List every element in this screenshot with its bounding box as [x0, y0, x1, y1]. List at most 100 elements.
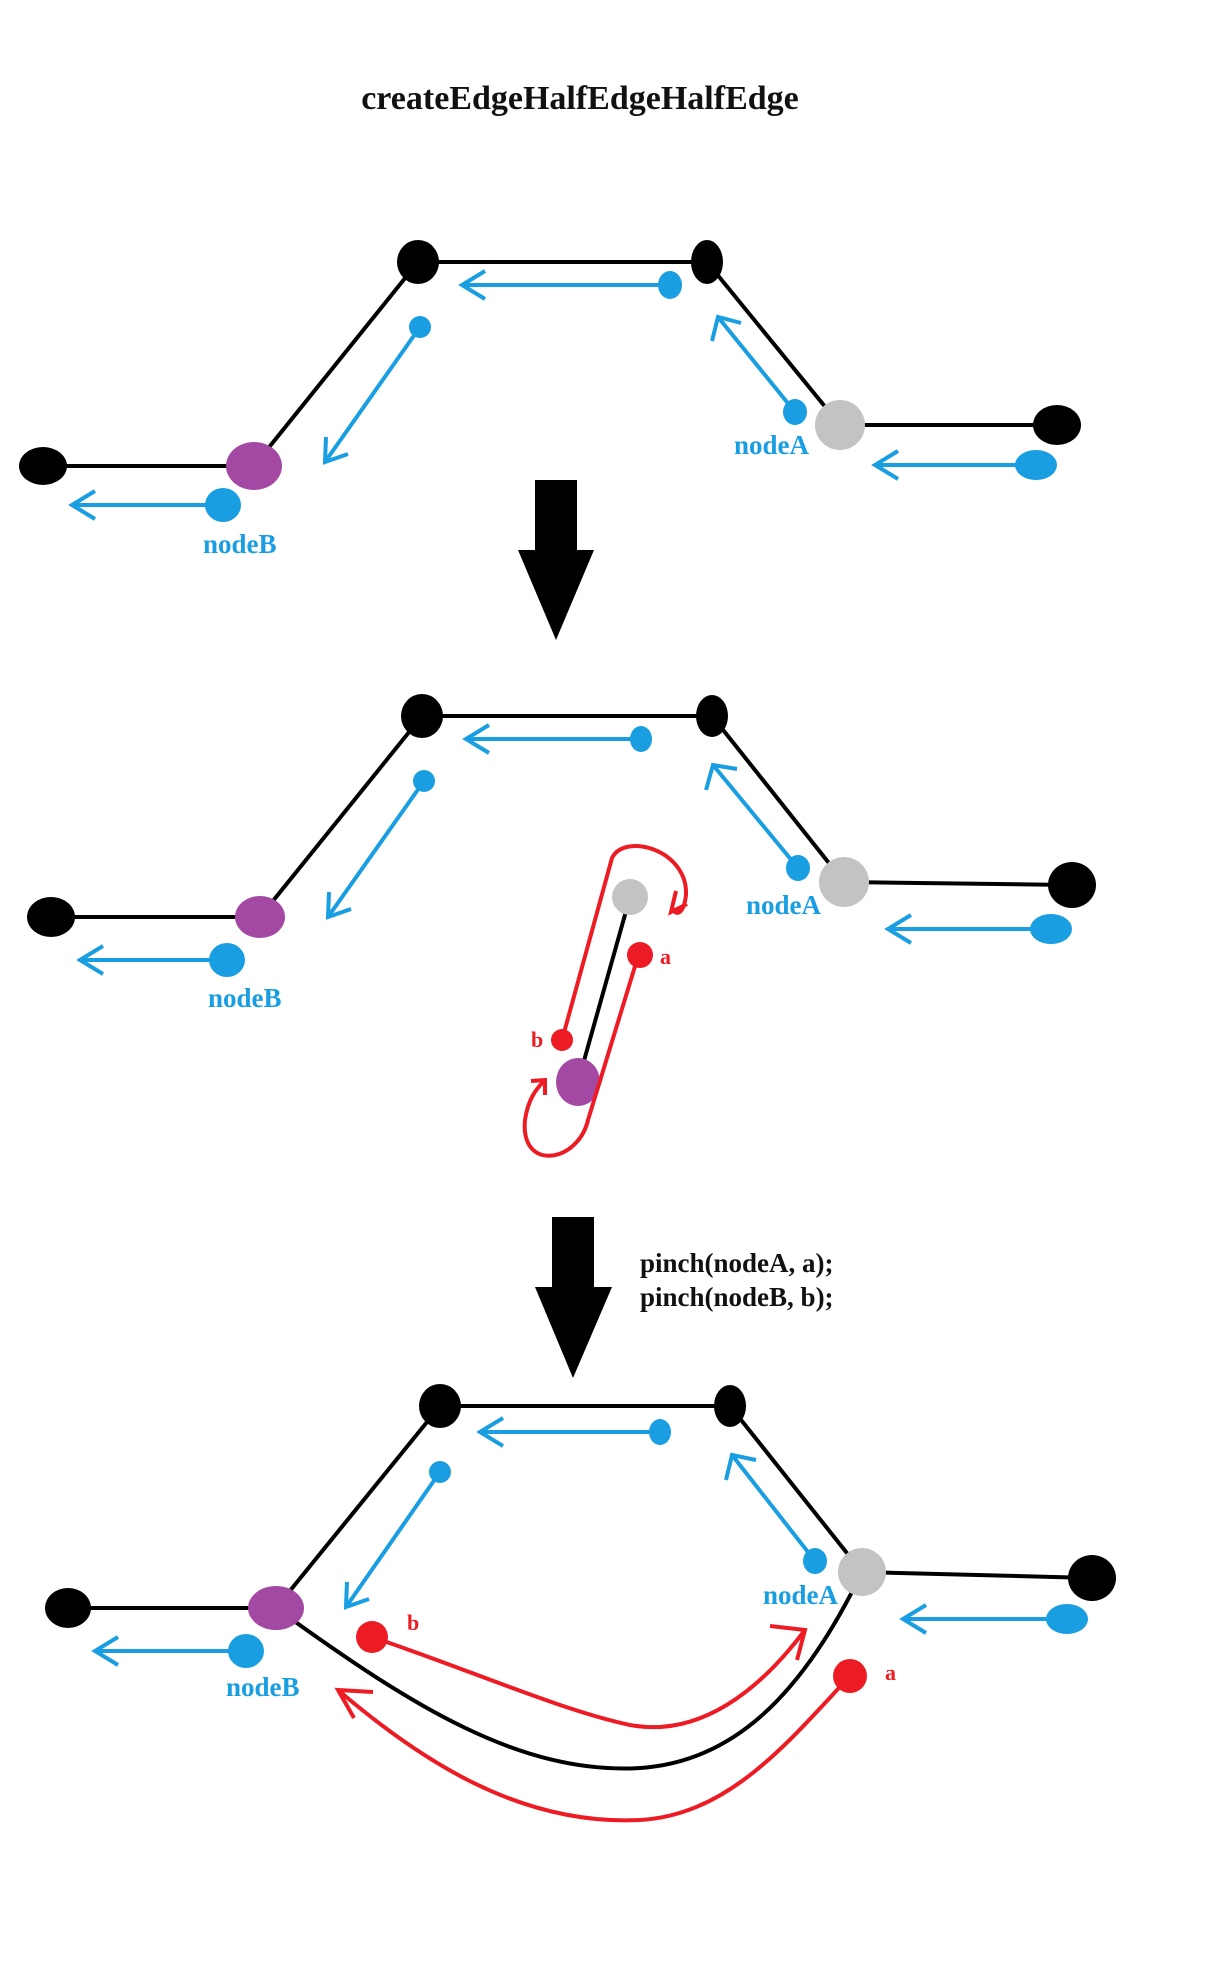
down-arrow-icon: [518, 480, 594, 640]
half-edges: [95, 1430, 1067, 1653]
half-edge-b-path: [371, 1628, 807, 1730]
edges: [68, 1404, 1093, 1771]
node-b-label: nodeB: [203, 529, 277, 559]
stage-1: nodeB nodeA: [19, 240, 1081, 559]
half-edge-origin: [786, 855, 810, 881]
stage-2: nodeB nodeA a b: [27, 694, 1096, 1158]
vertex: [27, 897, 75, 937]
half-edges: [80, 737, 1051, 962]
half-edge-origins: [228, 1419, 1088, 1668]
vertex: [1033, 405, 1081, 445]
half-edge-b-arrowhead: [668, 890, 688, 916]
arrowhead: [724, 1452, 757, 1481]
half-edge-a-arrowhead: [334, 1687, 374, 1719]
arrowheads: [76, 723, 913, 976]
node-a-label: nodeA: [763, 1580, 839, 1610]
vertex: [401, 694, 443, 738]
half-edge-arrow: [323, 325, 422, 464]
vertex: [696, 695, 728, 737]
arrowhead: [704, 762, 738, 791]
half-edge-b-label: b: [407, 1610, 419, 1635]
half-edge-origin: [783, 399, 807, 425]
node-a-vertex: [819, 857, 869, 907]
half-edge-a-label: a: [660, 944, 671, 969]
stage-3: nodeB nodeA a b: [45, 1384, 1116, 1823]
arrowhead: [76, 944, 105, 976]
half-edge-origin: [429, 1461, 451, 1483]
half-edges: [72, 283, 1036, 507]
half-edge-arrow: [716, 315, 797, 414]
half-edge-arrow: [326, 779, 426, 919]
new-edge-endpoint-top: [612, 879, 648, 915]
arrowhead: [884, 913, 913, 945]
new-edge: [274, 1571, 864, 1771]
node-a-vertex: [815, 400, 865, 450]
edge: [252, 260, 420, 468]
arrowhead: [458, 269, 487, 301]
arrowheads: [91, 1416, 928, 1667]
vertex: [397, 240, 439, 284]
half-edge-origin: [413, 770, 435, 792]
edges: [51, 714, 1073, 1083]
half-edge-b-origin: [551, 1029, 573, 1051]
edges: [43, 260, 1057, 468]
half-edge-origins: [209, 726, 1072, 977]
half-edge-arrow: [730, 1453, 817, 1563]
arrowhead: [91, 1635, 120, 1667]
half-edge-a-origin: [833, 1659, 867, 1693]
arrowhead: [899, 1603, 928, 1635]
half-edge-origin: [1015, 450, 1057, 480]
half-edge-origins: [205, 271, 1057, 522]
node-b-vertex: [235, 896, 285, 938]
node-b-vertex: [248, 1586, 304, 1630]
arrowhead: [476, 1416, 505, 1448]
half-edge-a-label: a: [885, 1660, 896, 1685]
half-edge-origin: [209, 943, 245, 977]
node-b-label: nodeB: [208, 983, 282, 1013]
vertex: [1048, 862, 1096, 908]
half-edge-b-arrowhead: [769, 1624, 808, 1661]
arrowhead: [343, 1581, 370, 1610]
code-line-1: pinch(nodeA, a);: [640, 1248, 834, 1278]
vertices: [45, 1384, 1116, 1628]
vertex: [1068, 1555, 1116, 1601]
arrowhead: [68, 489, 97, 521]
node-a-label: nodeA: [746, 890, 822, 920]
half-edge-a-origin: [627, 942, 653, 968]
arrowhead: [871, 449, 900, 481]
arrowheads: [68, 269, 900, 521]
edge: [728, 1404, 864, 1574]
half-edge-origin: [409, 316, 431, 338]
edge: [274, 1404, 442, 1610]
node-b-label: nodeB: [226, 1672, 300, 1702]
diagram-title: createEdgeHalfEdgeHalfEdge: [361, 80, 799, 117]
down-arrow-icon: [535, 1217, 612, 1378]
half-edge-origin: [205, 488, 241, 522]
arrowhead: [325, 891, 352, 920]
node-a-label: nodeA: [734, 430, 810, 460]
vertex: [691, 240, 723, 284]
vertex: [419, 1384, 461, 1428]
half-edge-arrow: [344, 1470, 442, 1609]
edge: [861, 1570, 1093, 1580]
edge: [258, 714, 424, 919]
half-edge-origin: [228, 1634, 264, 1668]
vertex: [714, 1385, 746, 1427]
vertices: [27, 694, 1096, 937]
arrowhead: [462, 723, 491, 755]
vertex: [19, 447, 67, 485]
half-edge-origin: [1046, 1604, 1088, 1634]
half-edge-b-loop: [560, 844, 689, 1041]
half-edge-a-arrowhead: [530, 1077, 547, 1095]
node-a-vertex: [838, 1548, 886, 1596]
edge: [705, 260, 842, 427]
arrowhead: [322, 436, 349, 465]
half-edge-origin: [803, 1548, 827, 1574]
edge: [843, 880, 1073, 887]
node-b-vertex: [226, 442, 282, 490]
vertex: [45, 1588, 91, 1628]
vertices: [19, 240, 1081, 485]
new-edge-endpoint-bottom: [556, 1058, 600, 1106]
edge: [710, 714, 846, 884]
